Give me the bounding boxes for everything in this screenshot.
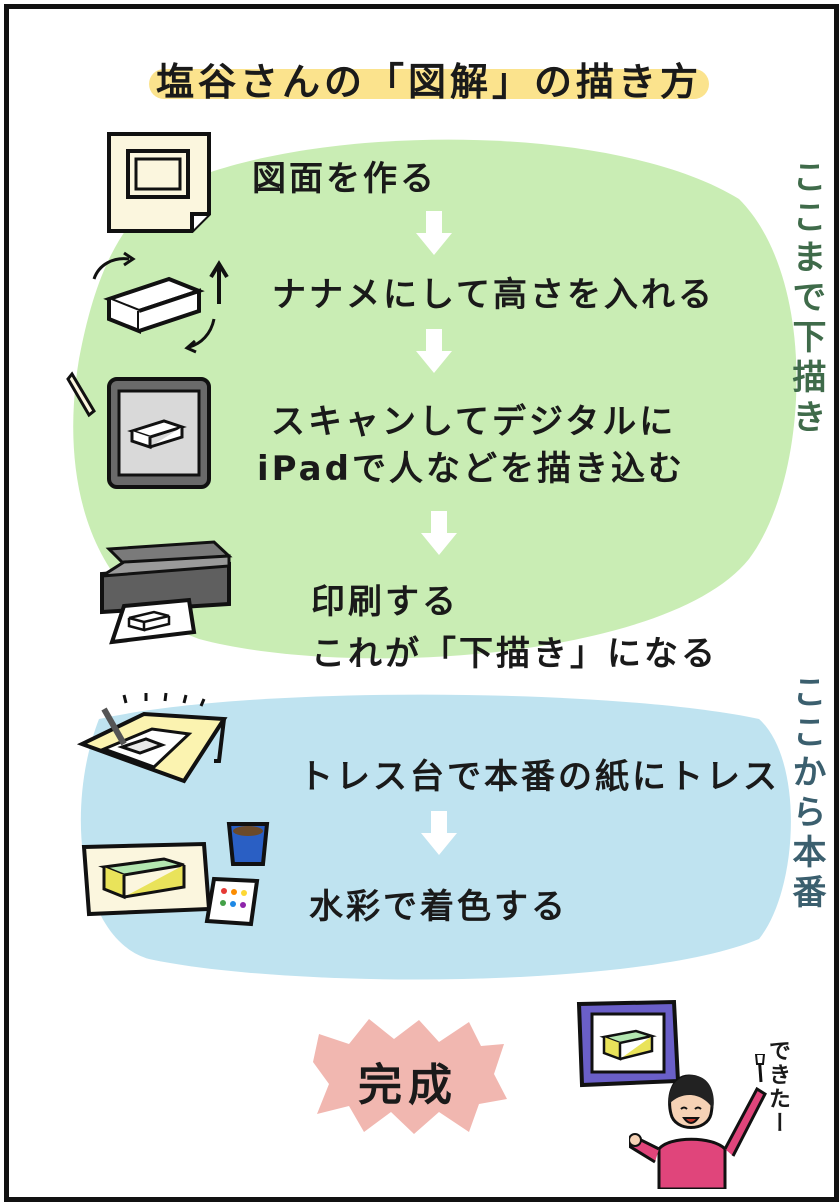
finish-label: 完成 xyxy=(358,1060,458,1111)
step-5-text: トレス台で本番の紙にトレス xyxy=(299,757,780,797)
down-arrow-icon xyxy=(421,511,457,555)
step-1-text: 図面を作る xyxy=(252,159,437,199)
cheering-person-icon xyxy=(629,1054,767,1189)
step-3-text-line-2: iPadで人などを描き込む xyxy=(257,449,685,489)
blueprint-paper-icon xyxy=(107,132,211,233)
finish-badge xyxy=(313,1019,507,1134)
step-4-text-line-1: 印刷する xyxy=(311,582,459,622)
sketch-zone-background xyxy=(73,139,797,659)
tilted-box-icon xyxy=(92,251,229,354)
title-banner: 塩谷さんの「図解」の描き方 xyxy=(149,47,709,107)
down-arrow-icon xyxy=(416,211,452,255)
tablet-with-pen-icon xyxy=(66,371,211,489)
title-highlight xyxy=(149,69,709,99)
step-6-text: 水彩で着色する xyxy=(309,887,568,927)
final-zone-label: ここから本番 xyxy=(786,674,826,914)
watercolor-painting-icon xyxy=(81,822,270,927)
step-2-text: ナナメにして高さを入れる xyxy=(272,275,715,315)
page-title: 塩谷さんの「図解」の描き方 xyxy=(155,60,702,104)
step-3-text-line-1: スキャンしてデジタルに xyxy=(271,402,677,442)
step-4-text-line-2: これが「下描き」になる xyxy=(311,634,718,674)
tracing-table-icon xyxy=(76,692,228,784)
printer-icon xyxy=(100,540,233,645)
down-arrow-icon xyxy=(416,329,452,373)
exclamation-text: できたー xyxy=(765,1039,790,1135)
sketch-zone-label: ここまで下描き xyxy=(786,159,826,439)
down-arrow-icon xyxy=(421,811,457,855)
illustration-frame: 塩谷さんの「図解」の描き方 図面を作る ナナメにして高さを入れる スキャンしてデ… xyxy=(4,4,839,1202)
